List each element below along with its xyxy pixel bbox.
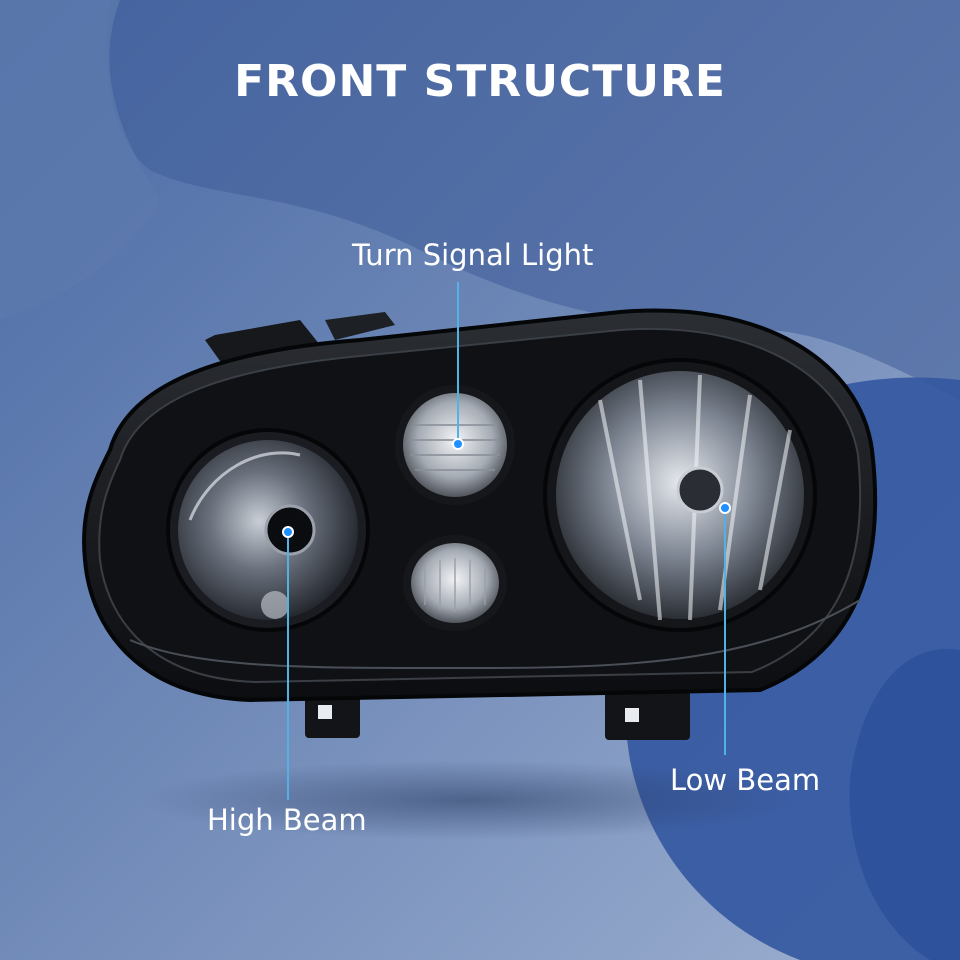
turn-signal-label: Turn Signal Light	[352, 238, 594, 272]
high-beam-label: High Beam	[207, 803, 367, 837]
high-beam-lamp	[166, 428, 370, 632]
turn-signal-marker	[452, 438, 464, 450]
position-lamp	[403, 535, 507, 631]
high-beam-marker	[282, 526, 294, 538]
low-beam-label: Low Beam	[670, 763, 821, 797]
low-beam-lamp	[543, 358, 817, 632]
low-beam-marker	[719, 502, 731, 514]
page-title: FRONT STRUCTURE	[234, 56, 726, 107]
